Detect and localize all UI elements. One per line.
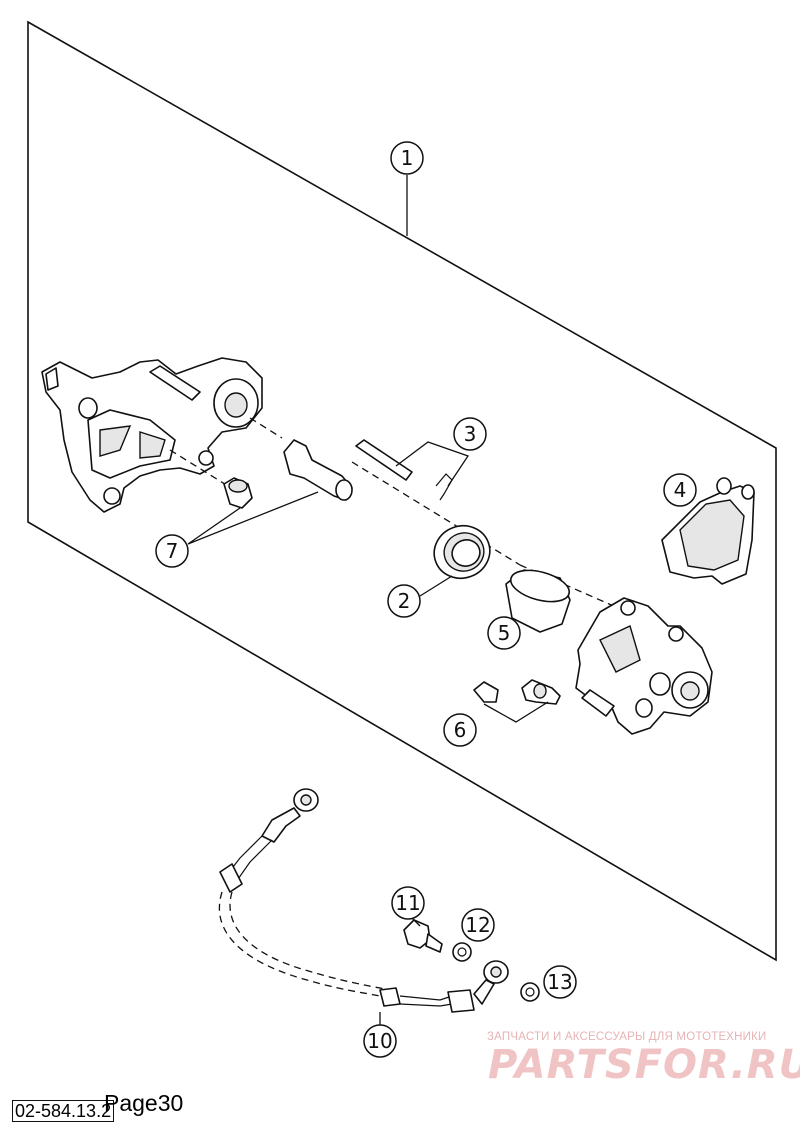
callout-10: 10 [363,1012,397,1058]
caliper-housing [575,597,713,735]
svg-text:3: 3 [464,422,477,446]
callout-1: 1 [390,141,424,236]
brake-hose [218,788,509,1013]
svg-text:4: 4 [674,478,687,502]
svg-text:11: 11 [395,891,420,915]
piston [505,569,571,633]
callout-5: 5 [487,616,521,650]
washer-13 [520,982,540,1002]
banjo-bolt [403,919,443,953]
svg-text:5: 5 [498,621,511,645]
page-label: Page30 [104,1090,184,1116]
caliper-bracket [41,357,263,513]
bleed-valves [473,679,561,705]
watermark-logo: PARTSFOR.RU [488,1042,800,1088]
callout-11: 11 [391,886,425,927]
svg-text:2: 2 [398,589,411,613]
svg-text:1: 1 [401,146,414,170]
guide-pin [283,439,353,501]
brake-pads [661,477,755,585]
svg-text:12: 12 [465,913,490,937]
rubber-boot [223,477,253,509]
callout-6: 6 [443,701,549,747]
pad-pin [355,439,453,501]
callout-13: 13 [543,965,577,999]
watermark-tagline: ЗАПЧАСТИ И АКСЕССУАРЫ ДЛЯ МОТОТЕХНИКИ [487,1031,767,1043]
callout-4: 4 [663,473,697,507]
svg-text:6: 6 [454,718,467,742]
callout-12: 12 [461,908,495,942]
svg-text:10: 10 [367,1029,392,1053]
assembly-frame [27,20,777,962]
svg-text:7: 7 [166,539,179,563]
diagram-code: 02-584.13.2 [12,1100,115,1122]
callout-7: 7 [155,491,319,568]
callout-2: 2 [387,575,453,618]
washer-12 [452,942,472,962]
svg-text:13: 13 [547,970,572,994]
callout-3: 3 [395,417,487,487]
seal-ring [433,524,491,580]
